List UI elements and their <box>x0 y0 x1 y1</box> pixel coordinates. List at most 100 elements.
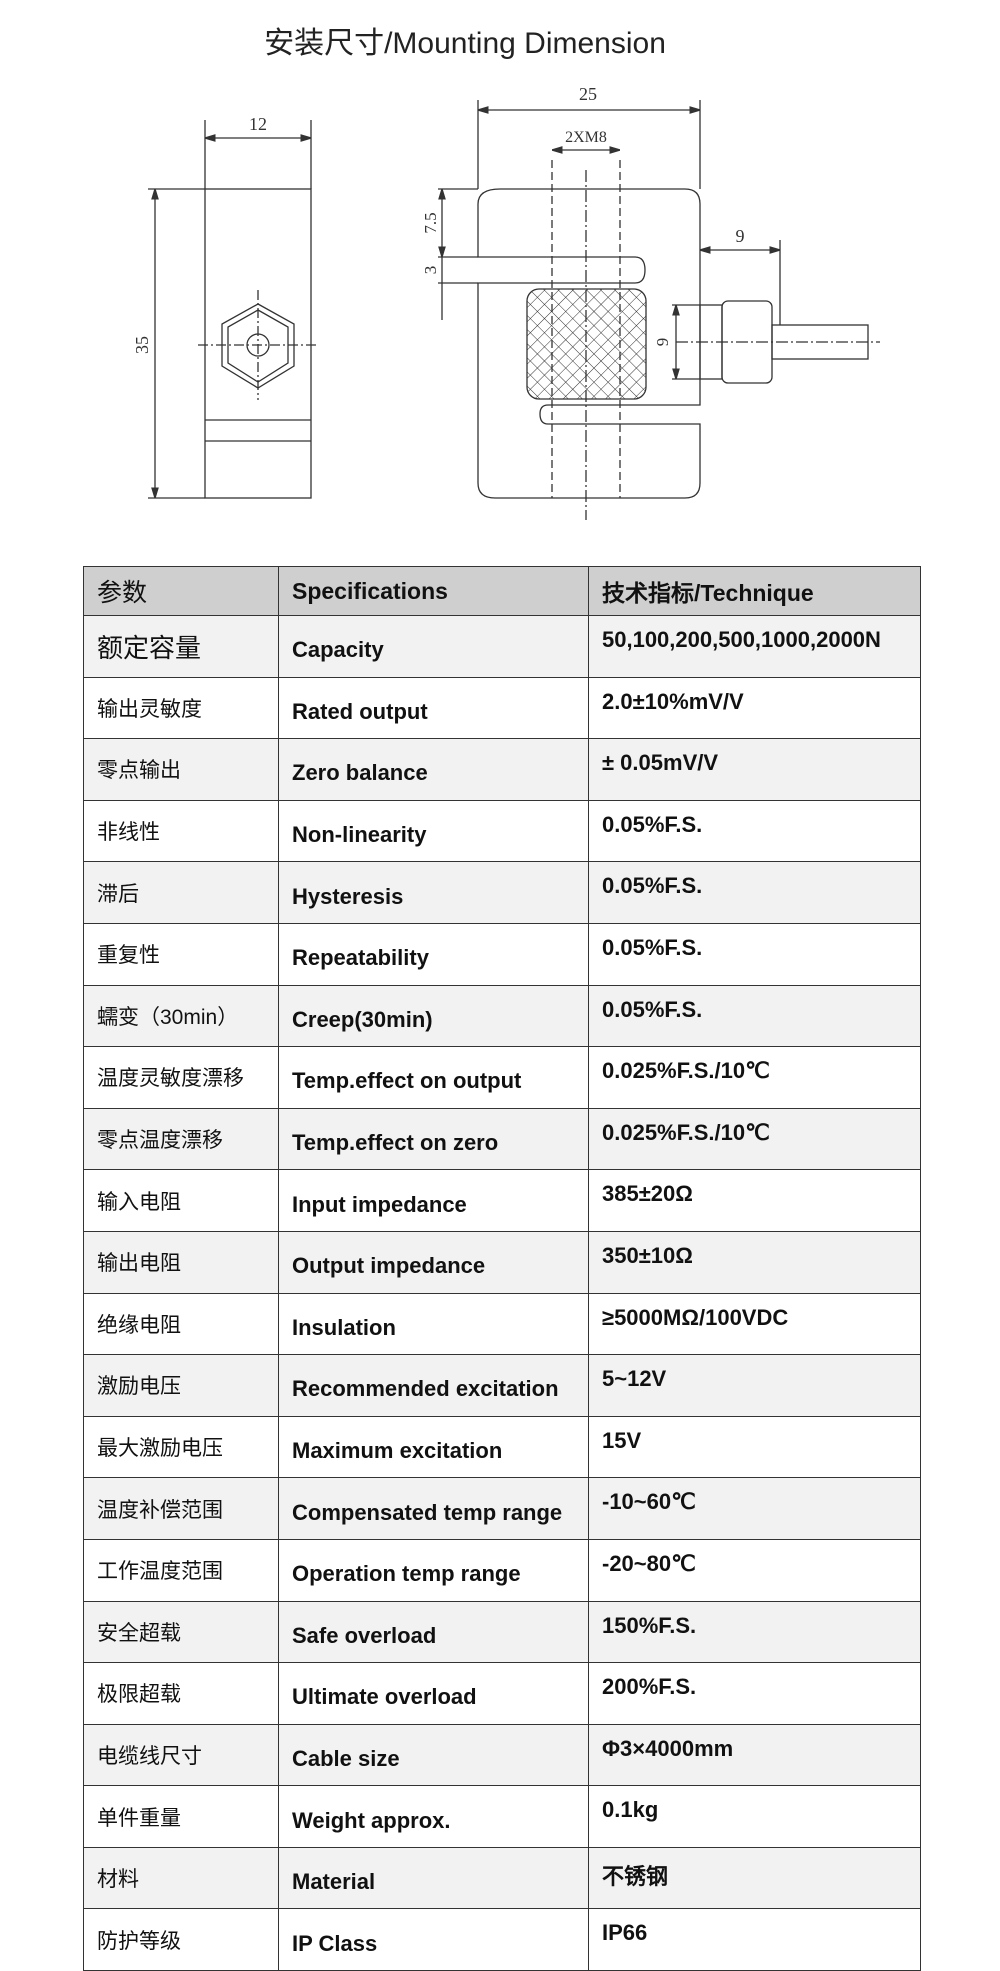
spec-en: Ultimate overload <box>278 1662 589 1725</box>
spec-en: Temp.effect on zero <box>278 1107 589 1171</box>
header-specifications: Specifications <box>278 566 589 616</box>
param-cn: 额定容量 <box>83 615 279 678</box>
spec-value: 不锈钢 <box>588 1846 921 1910</box>
spec-value: IP66 <box>588 1908 921 1971</box>
spec-en: Creep(30min) <box>278 984 589 1048</box>
param-cn: 电缆线尺寸 <box>83 1723 279 1787</box>
spec-en: Operation temp range <box>278 1538 589 1602</box>
spec-value: 200%F.S. <box>588 1662 921 1725</box>
spec-en: Rated output <box>278 676 589 740</box>
svg-text:9: 9 <box>736 226 745 246</box>
spec-value: ≥5000MΩ/100VDC <box>588 1292 921 1356</box>
param-cn: 重复性 <box>83 922 279 986</box>
spec-value: 0.025%F.S./10℃ <box>588 1107 921 1171</box>
param-cn: 输入电阻 <box>83 1169 279 1232</box>
svg-text:3: 3 <box>421 266 440 275</box>
svg-text:7.5: 7.5 <box>421 212 440 233</box>
spec-value: -20~80℃ <box>588 1538 921 1602</box>
page-title: 安装尺寸/Mounting Dimension <box>264 27 666 60</box>
spec-en: Material <box>278 1846 589 1910</box>
spec-en: Zero balance <box>278 738 589 801</box>
spec-value: 0.1kg <box>588 1785 921 1848</box>
param-cn: 防护等级 <box>83 1908 279 1971</box>
param-cn: 输出电阻 <box>83 1230 279 1294</box>
param-cn: 绝缘电阻 <box>83 1292 279 1356</box>
front-view: 25 2XM8 9 7.5 3 9 <box>421 84 880 520</box>
svg-text:12: 12 <box>249 114 267 134</box>
spec-value: 5~12V <box>588 1354 921 1417</box>
spec-en: Hysteresis <box>278 861 589 924</box>
spec-en: Insulation <box>278 1292 589 1356</box>
param-cn: 零点温度漂移 <box>83 1107 279 1171</box>
param-cn: 输出灵敏度 <box>83 676 279 740</box>
spec-en: Input impedance <box>278 1169 589 1232</box>
svg-text:25: 25 <box>579 84 597 104</box>
param-cn: 极限超载 <box>83 1662 279 1725</box>
param-cn: 激励电压 <box>83 1354 279 1417</box>
param-cn: 温度补偿范围 <box>83 1477 279 1540</box>
param-cn: 滞后 <box>83 861 279 924</box>
spec-value: -10~60℃ <box>588 1477 921 1540</box>
svg-text:9: 9 <box>653 338 672 347</box>
param-cn: 工作温度范围 <box>83 1538 279 1602</box>
side-view: 12 35 <box>132 114 318 499</box>
spec-value: 385±20Ω <box>588 1169 921 1232</box>
spec-en: Cable size <box>278 1723 589 1787</box>
spec-en: Recommended excitation <box>278 1354 589 1417</box>
spec-value: 150%F.S. <box>588 1600 921 1664</box>
spec-value: 0.05%F.S. <box>588 861 921 924</box>
spec-en: Compensated temp range <box>278 1477 589 1540</box>
spec-value: 0.05%F.S. <box>588 922 921 986</box>
param-cn: 非线性 <box>83 799 279 863</box>
spec-en: Output impedance <box>278 1230 589 1294</box>
spec-en: Maximum excitation <box>278 1415 589 1479</box>
param-cn: 最大激励电压 <box>83 1415 279 1479</box>
param-cn: 温度灵敏度漂移 <box>83 1046 279 1109</box>
svg-text:35: 35 <box>132 336 152 354</box>
mounting-dimension-drawing: 12 35 25 2XM8 9 7.5 3 9 <box>132 84 880 520</box>
param-cn: 蠕变（30min） <box>83 984 279 1048</box>
spec-value: 350±10Ω <box>588 1230 921 1294</box>
param-cn: 零点输出 <box>83 738 279 801</box>
spec-value: ± 0.05mV/V <box>588 738 921 801</box>
spec-en: Non-linearity <box>278 799 589 863</box>
table-row: 蠕变（30min）Creep(30min)0.05%F.S. <box>83 984 921 1048</box>
spec-en: Weight approx. <box>278 1785 589 1848</box>
param-cn: 材料 <box>83 1846 279 1910</box>
spec-value: 0.025%F.S./10℃ <box>588 1046 921 1109</box>
header-param: 参数 <box>83 566 279 616</box>
spec-en: Repeatability <box>278 922 589 986</box>
param-cn: 单件重量 <box>83 1785 279 1848</box>
spec-value: 15V <box>588 1415 921 1479</box>
spec-value: 50,100,200,500,1000,2000N <box>588 615 921 678</box>
table-header: 参数 Specifications 技术指标/Technique <box>83 566 921 616</box>
spec-en: Capacity <box>278 615 589 678</box>
spec-value: Φ3×4000mm <box>588 1723 921 1787</box>
svg-text:2XM8: 2XM8 <box>565 129 607 146</box>
spec-en: IP Class <box>278 1908 589 1971</box>
spec-en: Safe overload <box>278 1600 589 1664</box>
spec-en: Temp.effect on output <box>278 1046 589 1109</box>
spec-value: 0.05%F.S. <box>588 799 921 863</box>
spec-value: 0.05%F.S. <box>588 984 921 1048</box>
header-technique: 技术指标/Technique <box>588 566 921 616</box>
